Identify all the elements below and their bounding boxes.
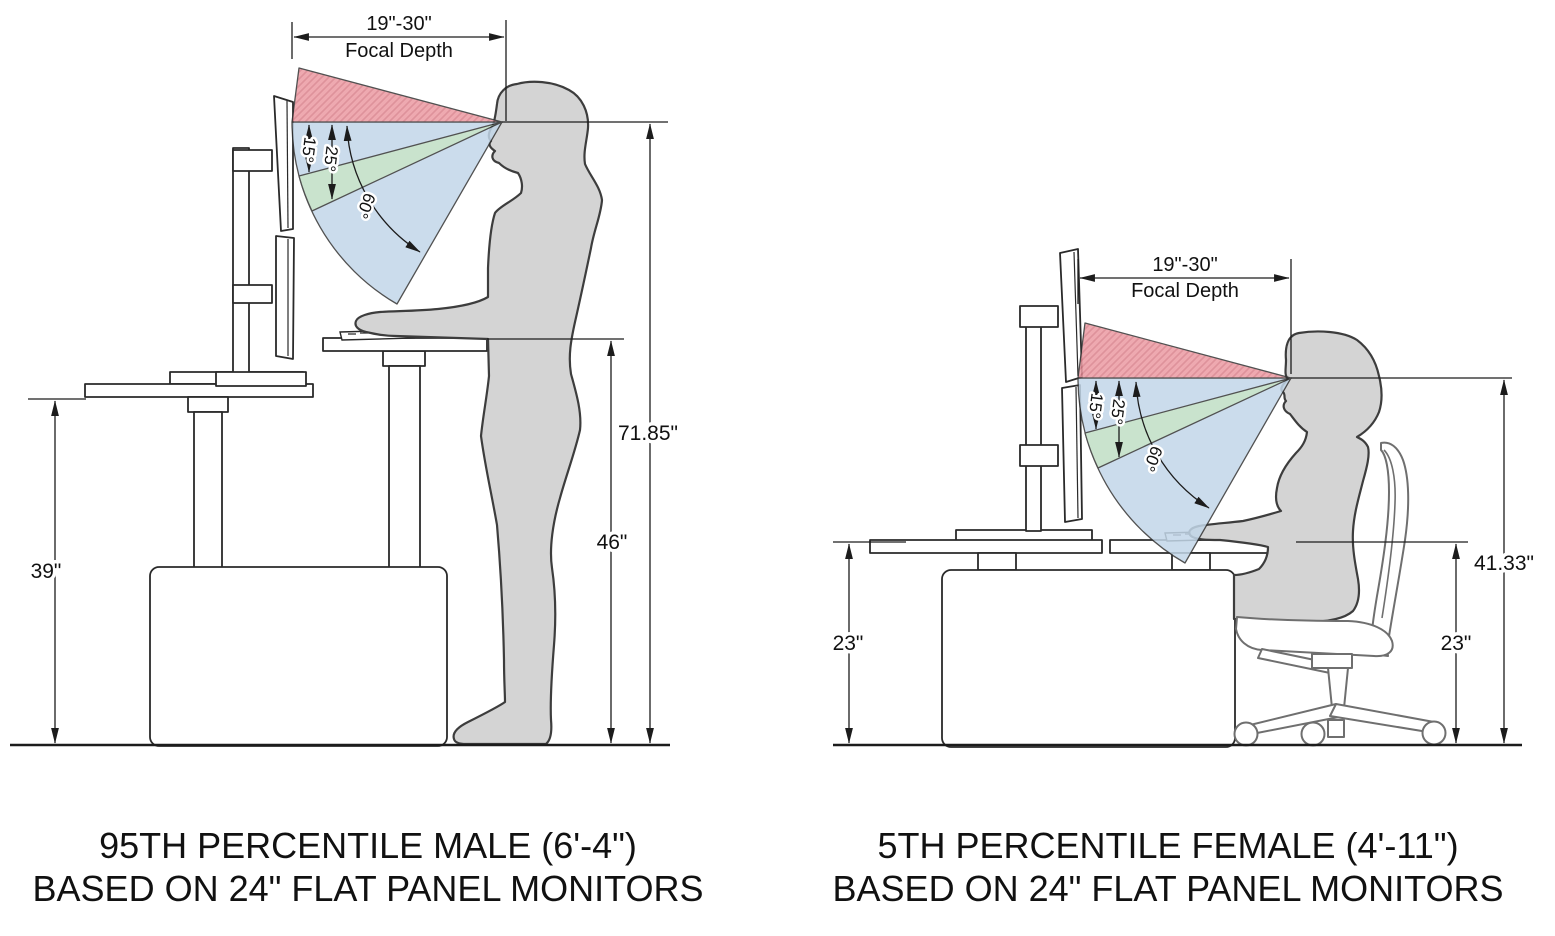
- keyboard-surface-height-label: 46": [597, 531, 628, 554]
- worksurface-height-left-label: 23": [833, 632, 864, 655]
- lower-monitor: [1061, 384, 1083, 523]
- standing-caption-line1: 95TH PERCENTILE MALE (6'-4"): [99, 825, 637, 866]
- seated-workstation-panel: 15° 25° 60° 19"-30" Focal Depth 23" 23" …: [829, 248, 1538, 909]
- chair-cylinder: [1327, 667, 1349, 709]
- cabinet: [149, 566, 448, 747]
- worksurface-height-right-label: 23": [1441, 632, 1472, 655]
- angle-25-label: 25°: [1107, 398, 1129, 426]
- office-chair: [1370, 441, 1410, 657]
- monitor-table: [869, 529, 1103, 571]
- chair-seat: [1235, 616, 1394, 658]
- vision-cone: [291, 67, 503, 305]
- eye-height-label: 41.33": [1474, 552, 1534, 575]
- monitor-stack: [215, 95, 307, 387]
- standing-workstation-panel: 15° 25° 60° 19"-30" Focal Depth 39" 46" …: [10, 13, 703, 909]
- monitor-table: [84, 371, 314, 569]
- focal-depth-label: Focal Depth: [1131, 280, 1239, 302]
- angle-markers: 15° 25° 60°: [295, 124, 421, 253]
- monitor-base: [215, 371, 307, 387]
- chair-backrest: [1370, 441, 1410, 657]
- male-figure: [354, 80, 604, 746]
- monitor-stack: [1019, 248, 1083, 532]
- chair-wheel: [1421, 720, 1447, 746]
- cabinet: [941, 569, 1236, 748]
- focal-depth-value: 19"-30": [366, 13, 431, 35]
- monitor-pole: [1025, 307, 1042, 532]
- upper-monitor: [1059, 248, 1083, 383]
- monitor-surface-height-label: 39": [31, 560, 62, 583]
- dimensions: 19"-30" Focal Depth 39" 46" 71.85": [10, 13, 682, 747]
- angle-25-label: 25°: [320, 145, 342, 173]
- dimensions: 19"-30" Focal Depth 23" 23" 41.33": [829, 254, 1538, 747]
- above-eye-zone-red: [1077, 322, 1292, 379]
- lower-monitor: [275, 235, 295, 360]
- eye-height-label: 71.85": [618, 422, 678, 445]
- angle-15-label: 15°: [1085, 392, 1107, 420]
- angle-15-label: 15°: [298, 136, 320, 164]
- upper-monitor: [273, 95, 294, 232]
- above-eye-zone-red: [291, 67, 503, 123]
- chair-wheel: [1300, 721, 1326, 747]
- focal-depth-value: 19"-30": [1152, 254, 1217, 276]
- seated-caption-line2: BASED ON 24" FLAT PANEL MONITORS: [833, 868, 1504, 909]
- standing-caption-line2: BASED ON 24" FLAT PANEL MONITORS: [33, 868, 704, 909]
- seated-caption-line1: 5TH PERCENTILE FEMALE (4'-11"): [877, 825, 1458, 866]
- monitor-pole: [232, 147, 250, 375]
- focal-depth-label: Focal Depth: [345, 40, 453, 62]
- keyboard-desk: [322, 337, 488, 569]
- female-figure: [1188, 330, 1383, 624]
- chair-wheel: [1233, 721, 1259, 747]
- office-chair-base: [1233, 616, 1447, 747]
